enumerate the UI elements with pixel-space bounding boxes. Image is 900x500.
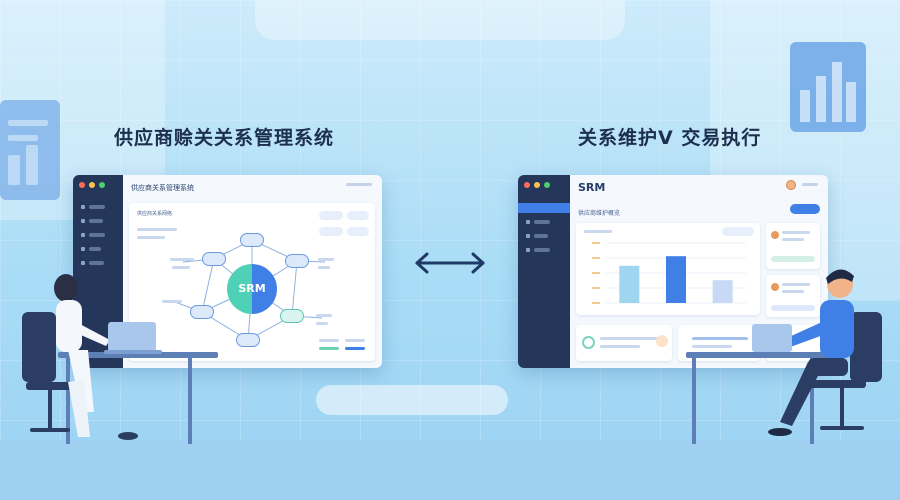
nav-item[interactable]: [534, 234, 548, 238]
chart-icon: [790, 42, 866, 132]
left-window-title: 供应商关系管理系统: [131, 184, 194, 192]
warning-icon: [656, 335, 668, 347]
avatar-icon[interactable]: [786, 180, 796, 190]
bar-chart-card: [576, 223, 760, 315]
bar-A[interactable]: [619, 265, 640, 303]
chart-filter[interactable]: [722, 227, 754, 236]
nav-item[interactable]: [89, 247, 101, 251]
y-tick-mark: [592, 272, 600, 274]
filter-tag[interactable]: [319, 227, 343, 236]
avatar-icon: [771, 231, 779, 239]
network-node[interactable]: [190, 305, 214, 319]
avatar-icon: [771, 283, 779, 291]
network-node[interactable]: [202, 252, 226, 266]
contact-card: [766, 275, 820, 317]
right-heading: 关系维护V 交易执行: [578, 127, 762, 149]
floor: [0, 440, 900, 500]
contact-action[interactable]: [771, 256, 815, 262]
bar-chart: [592, 242, 746, 304]
network-node[interactable]: [240, 233, 264, 247]
nav-item[interactable]: [89, 205, 105, 209]
filter-tag[interactable]: [319, 211, 343, 220]
window-dots-icon: [524, 182, 550, 188]
network-node[interactable]: [236, 333, 260, 347]
left-heading: 供应商赊关关系管理系统: [114, 127, 335, 149]
nav-item[interactable]: [534, 220, 550, 224]
filter-tag[interactable]: [347, 227, 369, 236]
network-node[interactable]: [285, 254, 309, 268]
person-left-illustration: [22, 274, 218, 444]
nav-item[interactable]: [89, 233, 105, 237]
right-window-title: SRM: [578, 181, 606, 194]
window-dots-icon: [79, 182, 105, 188]
y-tick-mark: [592, 287, 600, 289]
right-sidebar: [518, 175, 570, 368]
left-header-icons: [346, 183, 372, 186]
bg-strip-top: [255, 0, 625, 40]
contact-action[interactable]: [771, 305, 815, 311]
network-card-title: 供应商关系网络: [137, 211, 173, 217]
center-pill: [316, 385, 508, 415]
y-tick-mark: [592, 302, 600, 304]
chart-icon: [0, 100, 60, 200]
network-node[interactable]: [280, 309, 304, 323]
status-icon: [582, 336, 595, 349]
double-arrow-icon: [415, 252, 485, 274]
right-section-title: 供应商维护概览: [578, 210, 621, 217]
nav-item[interactable]: [89, 219, 103, 223]
bar-B[interactable]: [666, 256, 686, 303]
contact-card: [766, 223, 820, 269]
person-right-illustration: [686, 269, 882, 444]
primary-button[interactable]: [790, 204, 820, 214]
nav-item-active[interactable]: [518, 203, 570, 213]
transaction-card: [576, 325, 672, 361]
y-tick-mark: [592, 257, 600, 259]
filter-tag[interactable]: [347, 211, 369, 220]
y-tick-mark: [592, 242, 600, 244]
nav-item[interactable]: [534, 248, 550, 252]
bar-C[interactable]: [712, 280, 733, 303]
srm-hub-node[interactable]: SRM: [227, 264, 277, 314]
nav-item[interactable]: [89, 261, 104, 265]
header-menu[interactable]: [802, 183, 818, 186]
